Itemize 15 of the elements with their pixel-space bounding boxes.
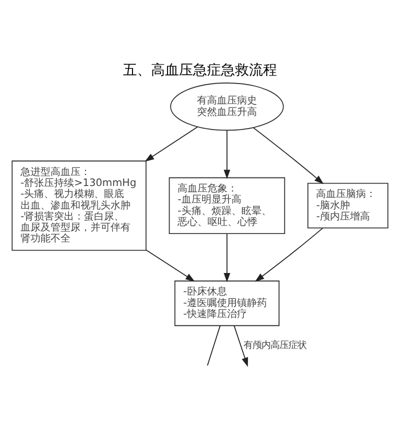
arrow	[224, 129, 230, 178]
node-box: 高血压脑病： -脑水肿 -颅内压增高	[307, 182, 388, 228]
arrow	[144, 126, 198, 162]
connector	[207, 324, 221, 366]
arrow	[254, 227, 324, 282]
arrow	[234, 324, 248, 366]
node-box: 急进型高血压： -舒张压持续>130mmHg -头痛、视力模糊、眼底出血、渗血和视乳头水肿 -肾损害突出：蛋白尿、血尿及管型尿，并可伴有肾功能不全	[12, 160, 147, 250]
edge-label: 有颅内高压症状	[243, 339, 306, 350]
arrow	[146, 249, 195, 282]
diagram-title: 五、高血压急症急救流程	[123, 62, 277, 78]
node-box: 高血压危象： -血压明显升高 -头痛、烦躁、眩晕、恶心、呕吐、心悸	[168, 176, 286, 234]
arrow	[252, 126, 324, 184]
arrow	[224, 232, 230, 282]
node-box: -卧床休息 -遵医嘱使用镇静药 -快速降压治疗	[174, 280, 280, 326]
node-ellipse: 有高血压病史 突然血压升高	[170, 82, 284, 130]
